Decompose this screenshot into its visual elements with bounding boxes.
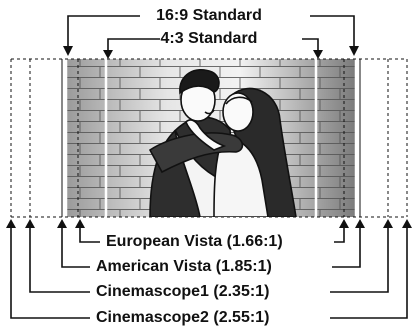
label-american-vista: American Vista (1.85:1)	[96, 258, 272, 275]
arrow-down-icon	[349, 46, 359, 56]
label-european-vista: European Vista (1.66:1)	[106, 233, 283, 250]
label-16-9-standard: 16:9 Standard	[156, 7, 262, 24]
arrow-up-icon	[6, 219, 16, 228]
picture-illustration	[66, 59, 356, 217]
label-4-3-standard: 4:3 Standard	[160, 30, 258, 47]
leader-cinemascope2-left	[10, 228, 90, 319]
leader-4-3-right	[302, 38, 319, 50]
arrow-down-icon	[63, 46, 73, 56]
arrowheads	[6, 46, 412, 228]
leader-16-9-left	[67, 15, 140, 46]
arrow-up-icon	[402, 219, 412, 228]
couple-embracing	[148, 68, 297, 217]
arrow-up-icon	[355, 219, 365, 228]
label-cinemascope2: Cinemascope2 (2.55:1)	[96, 309, 270, 326]
arrow-up-icon	[339, 219, 349, 228]
leader-lines	[10, 15, 408, 319]
leader-cinemascope2-right	[330, 228, 408, 319]
boundary-lines	[10, 58, 408, 218]
arrow-up-icon	[25, 219, 35, 228]
arrow-down-icon	[313, 50, 323, 59]
leader-16-9-right	[310, 15, 355, 46]
leader-4-3-left	[107, 38, 160, 50]
label-cinemascope1: Cinemascope1 (2.35:1)	[96, 283, 270, 300]
arrow-up-icon	[57, 219, 67, 228]
arrow-up-icon	[383, 219, 393, 228]
arrow-up-icon	[75, 219, 85, 228]
leader-european-vista-left	[79, 228, 100, 243]
leader-american-vista-right	[332, 228, 361, 268]
leader-american-vista-left	[61, 228, 90, 268]
arrow-down-icon	[103, 50, 113, 59]
leader-cinemascope1-left	[29, 228, 90, 293]
leader-cinemascope1-right	[330, 228, 389, 293]
leader-european-vista-right	[334, 228, 345, 243]
